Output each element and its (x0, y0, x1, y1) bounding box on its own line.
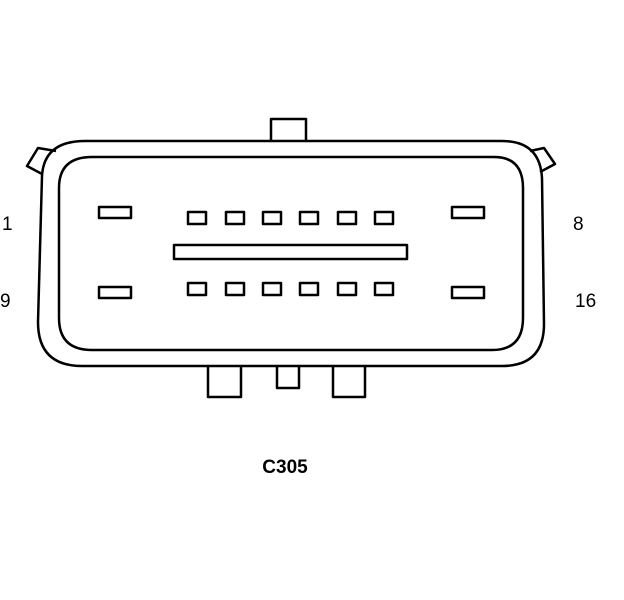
pin-3 (224, 210, 246, 226)
bottom-tab-center (275, 366, 301, 390)
pin-9 (97, 285, 133, 300)
pin-11 (224, 281, 246, 297)
pin-label-top-left: 1 (2, 214, 13, 235)
pin-5 (298, 210, 320, 226)
left-ear (25, 146, 57, 176)
pin-4 (261, 210, 283, 226)
pin-15 (373, 281, 395, 297)
bottom-tab-left (206, 366, 243, 399)
pin-8 (450, 205, 486, 220)
pin-6 (336, 210, 358, 226)
bottom-tab-right (331, 366, 367, 399)
pin-label-bottom-left: 9 (0, 291, 11, 312)
right-ear (529, 146, 557, 174)
connector-id-label: C305 (262, 457, 308, 478)
pin-label-top-right: 8 (573, 214, 584, 235)
pin-7 (373, 210, 395, 226)
pin-14 (336, 281, 358, 297)
pin-10 (186, 281, 208, 297)
pin-label-bottom-right: 16 (575, 291, 597, 312)
connector-face-inner (57, 155, 525, 352)
pin-12 (261, 281, 283, 297)
pin-1 (97, 205, 133, 220)
top-latch (269, 117, 308, 141)
pin-2 (186, 210, 208, 226)
pin-13 (298, 281, 320, 297)
center-key-bar (172, 243, 409, 261)
connector-housing-outer (36, 139, 546, 368)
pin-16 (450, 285, 486, 300)
